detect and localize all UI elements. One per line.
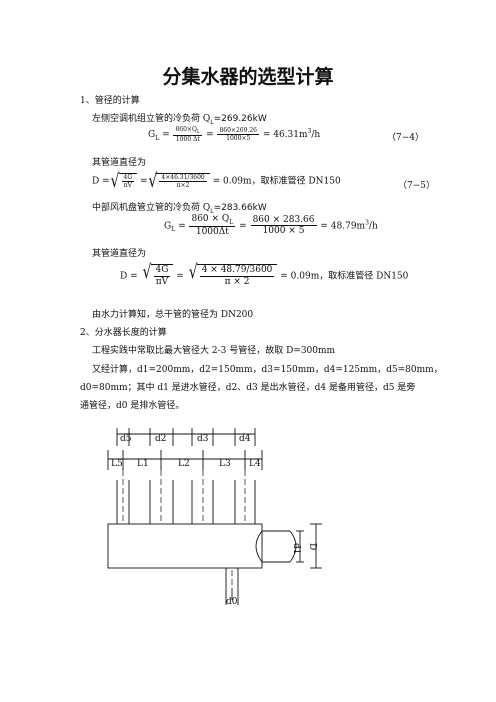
label-d0: d0 bbox=[226, 597, 238, 607]
para-diameters-line-2: d0=80mm；其中 d1 是进水管径，d2、d3 是出水管径，d4 是备用管径… bbox=[80, 383, 416, 393]
equation-number-7-5: （7−5） bbox=[398, 181, 435, 191]
section-2-heading: 2、分水器长度的计算 bbox=[80, 328, 167, 338]
line-main-pipe: 由水力计算知，总干管的管径为 DN200 bbox=[92, 310, 254, 320]
para-diameters-line-1: 又经计算，d1=200mm，d2=150mm，d3=150mm，d4=125mm… bbox=[92, 365, 443, 375]
label-L4: L4 bbox=[249, 459, 261, 469]
label-L1: L1 bbox=[137, 459, 149, 469]
para-diameter-choice: 工程实践中常取比最大管径大 2-3 号管径，故取 D=300mm bbox=[92, 346, 336, 356]
line-pipe-diameter-2: 其管道直径为 bbox=[92, 249, 147, 259]
label-L5: L5 bbox=[111, 459, 123, 469]
para-diameters-line-3: 通管径，d0 是排水管径。 bbox=[80, 401, 185, 411]
label-d3: d3 bbox=[197, 434, 209, 444]
label-D: D bbox=[307, 543, 317, 550]
manifold-diagram: d5 d2 d3 d4 L5 L1 L2 L3 L4 d1 D d0 bbox=[107, 428, 322, 607]
label-L2: L2 bbox=[178, 459, 190, 469]
page-title: 分集水器的选型计算 bbox=[162, 66, 334, 88]
section-1-heading: 1、管径的计算 bbox=[80, 96, 140, 106]
label-d2: d2 bbox=[155, 434, 167, 444]
label-d4: d4 bbox=[239, 434, 251, 444]
equation-number-7-4: （7−4） bbox=[387, 133, 424, 143]
line-left-load: 左侧空调机组立管的冷负荷 QL=269.26kW bbox=[92, 114, 267, 126]
line-pipe-diameter-1: 其管道直径为 bbox=[92, 158, 147, 168]
label-d1: d1 bbox=[291, 543, 301, 555]
label-d5: d5 bbox=[120, 434, 132, 444]
label-L3: L3 bbox=[219, 459, 231, 469]
line-middle-load: 中部风机盘管立管的冷负荷 QL=283.66kW bbox=[92, 203, 267, 215]
